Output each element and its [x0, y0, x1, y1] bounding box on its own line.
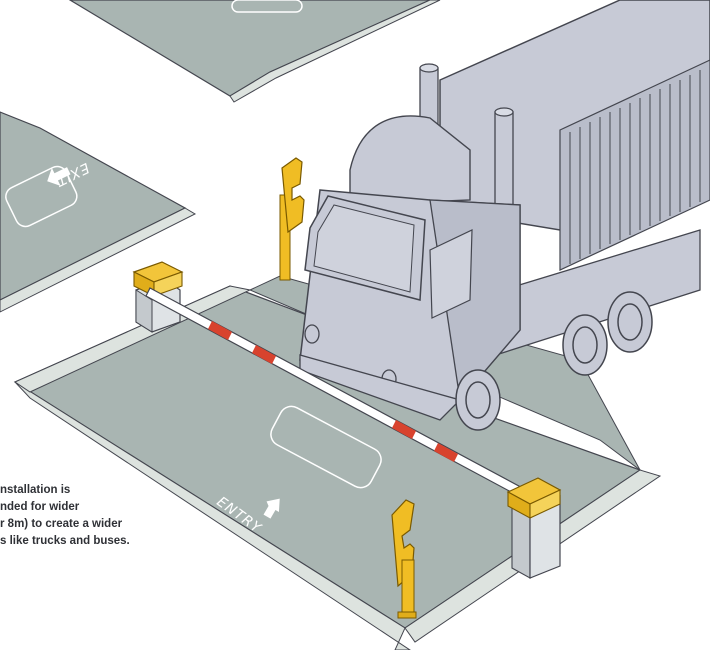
barrier-housing-right: [508, 478, 560, 578]
caption-line-1: nstallation is: [0, 482, 200, 499]
card-reader-back: [280, 158, 304, 280]
caption-text: nstallation is nded for wider r 8m) to c…: [0, 482, 200, 550]
caption-line-3: r 8m) to create a wider: [0, 516, 200, 533]
caption-line-4: s like trucks and buses.: [0, 533, 200, 550]
caption-line-2: nded for wider: [0, 499, 200, 516]
top-lane: [70, 0, 440, 102]
